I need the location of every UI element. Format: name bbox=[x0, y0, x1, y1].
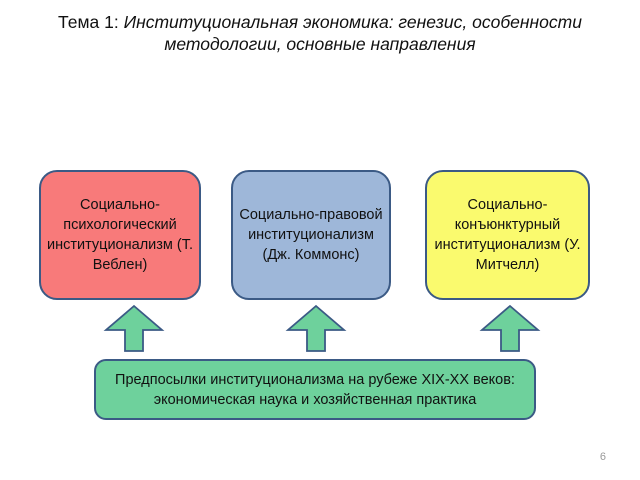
box-conjunctural-institutionalism: Социально-конъюнктурный институционализм… bbox=[425, 170, 590, 300]
title-topic-text: Институциональная экономика: генезис, ос… bbox=[123, 12, 582, 54]
slide-title: Тема 1: Институциональная экономика: ген… bbox=[30, 11, 610, 55]
box-prerequisites: Предпосылки институционализма на рубеже … bbox=[94, 359, 536, 420]
box-legal-label: Социально-правовой институционализм (Дж.… bbox=[239, 207, 383, 263]
box-prerequisites-label: Предпосылки институционализма на рубеже … bbox=[115, 371, 515, 408]
box-conjunctural-label: Социально-конъюнктурный институционализм… bbox=[434, 197, 581, 273]
box-legal-institutionalism: Социально-правовой институционализм (Дж.… bbox=[231, 170, 391, 300]
page-number: 6 bbox=[599, 451, 606, 463]
up-arrow-right bbox=[479, 304, 541, 352]
up-arrow-center bbox=[285, 304, 347, 352]
box-psychological-institutionalism: Социально-психологический институционали… bbox=[39, 170, 201, 300]
title-topic-label: Тема 1: bbox=[58, 12, 124, 32]
up-arrow-left bbox=[103, 304, 165, 352]
box-psychological-label: Социально-психологический институционали… bbox=[47, 197, 194, 273]
